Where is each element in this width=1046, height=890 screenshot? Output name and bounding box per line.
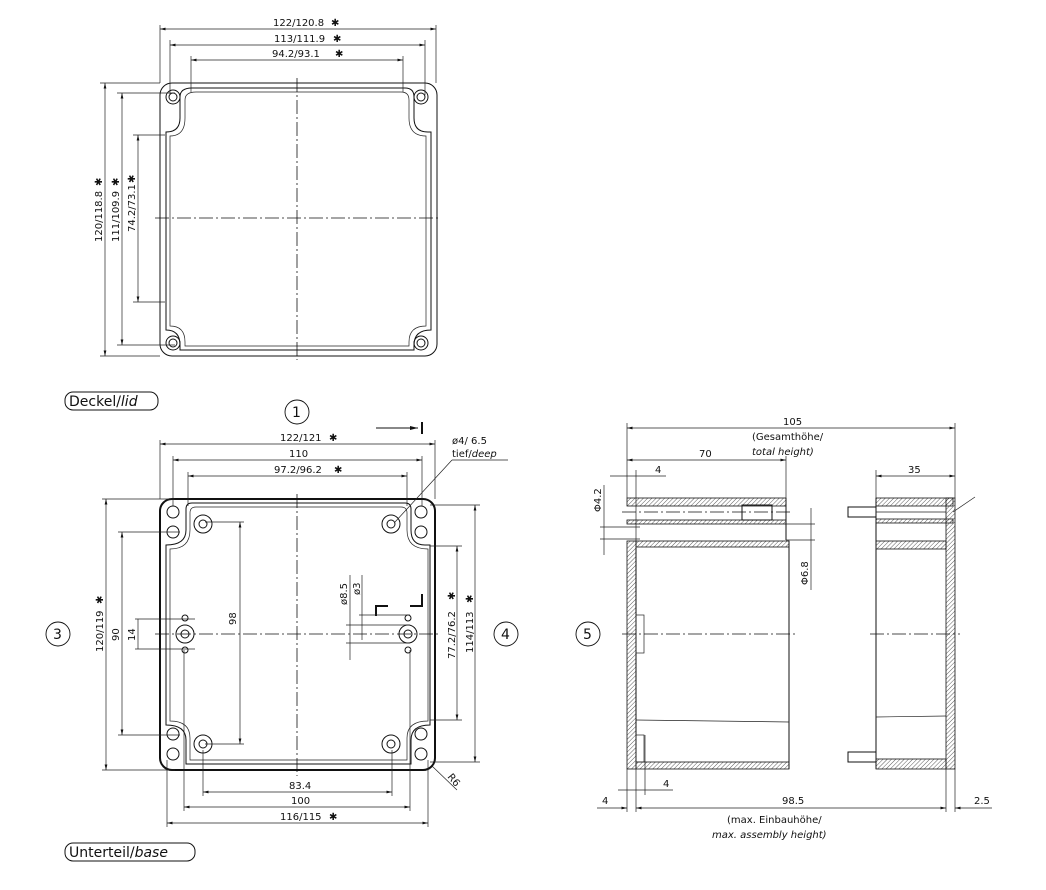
base-label: Unterteil/base xyxy=(69,845,168,861)
dim-lid-height-outer: 120/118.8 xyxy=(94,191,105,242)
lid-view: 122/120.8 ✱ 113/111.9 ✱ 94.2/93.1 ✱ 120/… xyxy=(64,18,440,411)
dim-98-5: 98.5 xyxy=(782,796,804,807)
dim-70: 70 xyxy=(699,449,712,460)
view-marker-3 xyxy=(45,621,71,647)
dim-4-top: 4 xyxy=(655,465,661,476)
dim-base-height-outer: 120/119 xyxy=(95,610,106,652)
dim-dia-4-2: Φ4.2 xyxy=(593,488,604,512)
dim-lid-height-mid: 111/109.9 xyxy=(111,191,122,242)
lid-screw xyxy=(847,506,877,518)
dim-base-98: 98 xyxy=(228,612,239,625)
dim-lid-width-mid: 113/111.9 xyxy=(274,34,325,45)
dim-lid-width-outer: 122/120.8 xyxy=(273,18,324,29)
view-marker-1 xyxy=(284,399,310,425)
dim-base-110: 110 xyxy=(289,449,308,460)
view-marker-5 xyxy=(575,621,601,647)
total-height-en: total height) xyxy=(752,447,814,458)
assembly-height-en: max. assembly height) xyxy=(712,830,827,841)
dim-base-right-inner: 77.2/76.2 xyxy=(447,611,458,659)
hole-note-diameter: ø4/ 6.5 xyxy=(452,436,487,447)
dim-4-inner: 4 xyxy=(663,779,669,790)
critical-mark: ✱ xyxy=(94,178,105,186)
dim-dia-6-8: Φ6.8 xyxy=(800,561,811,585)
base-section xyxy=(622,497,795,770)
critical-mark: ✱ xyxy=(465,595,476,603)
critical-mark: ✱ xyxy=(127,175,138,183)
lid-screw xyxy=(847,751,877,763)
dim-base-right-outer: 114/113 xyxy=(465,611,476,653)
view-marker-5-label: 5 xyxy=(583,627,592,643)
lid-inner-rim xyxy=(165,87,432,351)
base-inner-rim xyxy=(165,502,431,765)
assembly-height-de: (max. Einbauhöhe/ xyxy=(727,815,822,826)
lid-label-de: Deckel/lid xyxy=(69,394,138,410)
critical-mark: ✱ xyxy=(335,49,343,60)
critical-mark: ✱ xyxy=(331,18,339,29)
view-marker-3-label: 3 xyxy=(53,627,62,643)
dim-base-90: 90 xyxy=(111,628,122,641)
critical-mark: ✱ xyxy=(333,34,341,45)
dim-base-14: 14 xyxy=(127,628,138,641)
total-height-de: (Gesamthöhe/ xyxy=(752,432,824,443)
dim-base-bottom-outer: 116/115 xyxy=(280,812,322,823)
side-view: 5 xyxy=(575,417,992,841)
dim-base-width-inner: 97.2/96.2 xyxy=(274,465,322,476)
critical-mark: ✱ xyxy=(95,596,106,604)
critical-mark: ✱ xyxy=(334,465,342,476)
dim-4-left: 4 xyxy=(602,796,608,807)
dim-35: 35 xyxy=(908,465,921,476)
base-outline xyxy=(159,498,436,771)
hole-note-depth: tief/deep xyxy=(452,449,497,460)
lid-section xyxy=(847,496,976,770)
critical-mark: ✱ xyxy=(329,433,337,444)
lid-outline xyxy=(159,82,438,357)
view-marker-4 xyxy=(493,621,519,647)
dim-radius: R6 xyxy=(445,772,462,789)
view-marker-1-label: 1 xyxy=(292,405,301,421)
dim-base-width-outer: 122/121 xyxy=(280,433,322,444)
critical-mark: ✱ xyxy=(447,592,458,600)
dim-base-83-4: 83.4 xyxy=(289,781,311,792)
dim-dia-8-5: ø8.5 xyxy=(339,583,350,605)
critical-mark: ✱ xyxy=(329,812,337,823)
dim-lid-width-inner: 94.2/93.1 xyxy=(272,49,320,60)
critical-mark: ✱ xyxy=(111,178,122,186)
base-view: 1 3 4 xyxy=(45,399,519,862)
dim-lid-height-inner: 74.2/73.1 xyxy=(127,184,138,232)
dim-dia-3: ø3 xyxy=(352,583,363,595)
view-marker-4-label: 4 xyxy=(501,627,510,643)
dim-105: 105 xyxy=(783,417,802,428)
dim-2-5: 2.5 xyxy=(974,796,990,807)
dim-base-100: 100 xyxy=(291,796,310,807)
